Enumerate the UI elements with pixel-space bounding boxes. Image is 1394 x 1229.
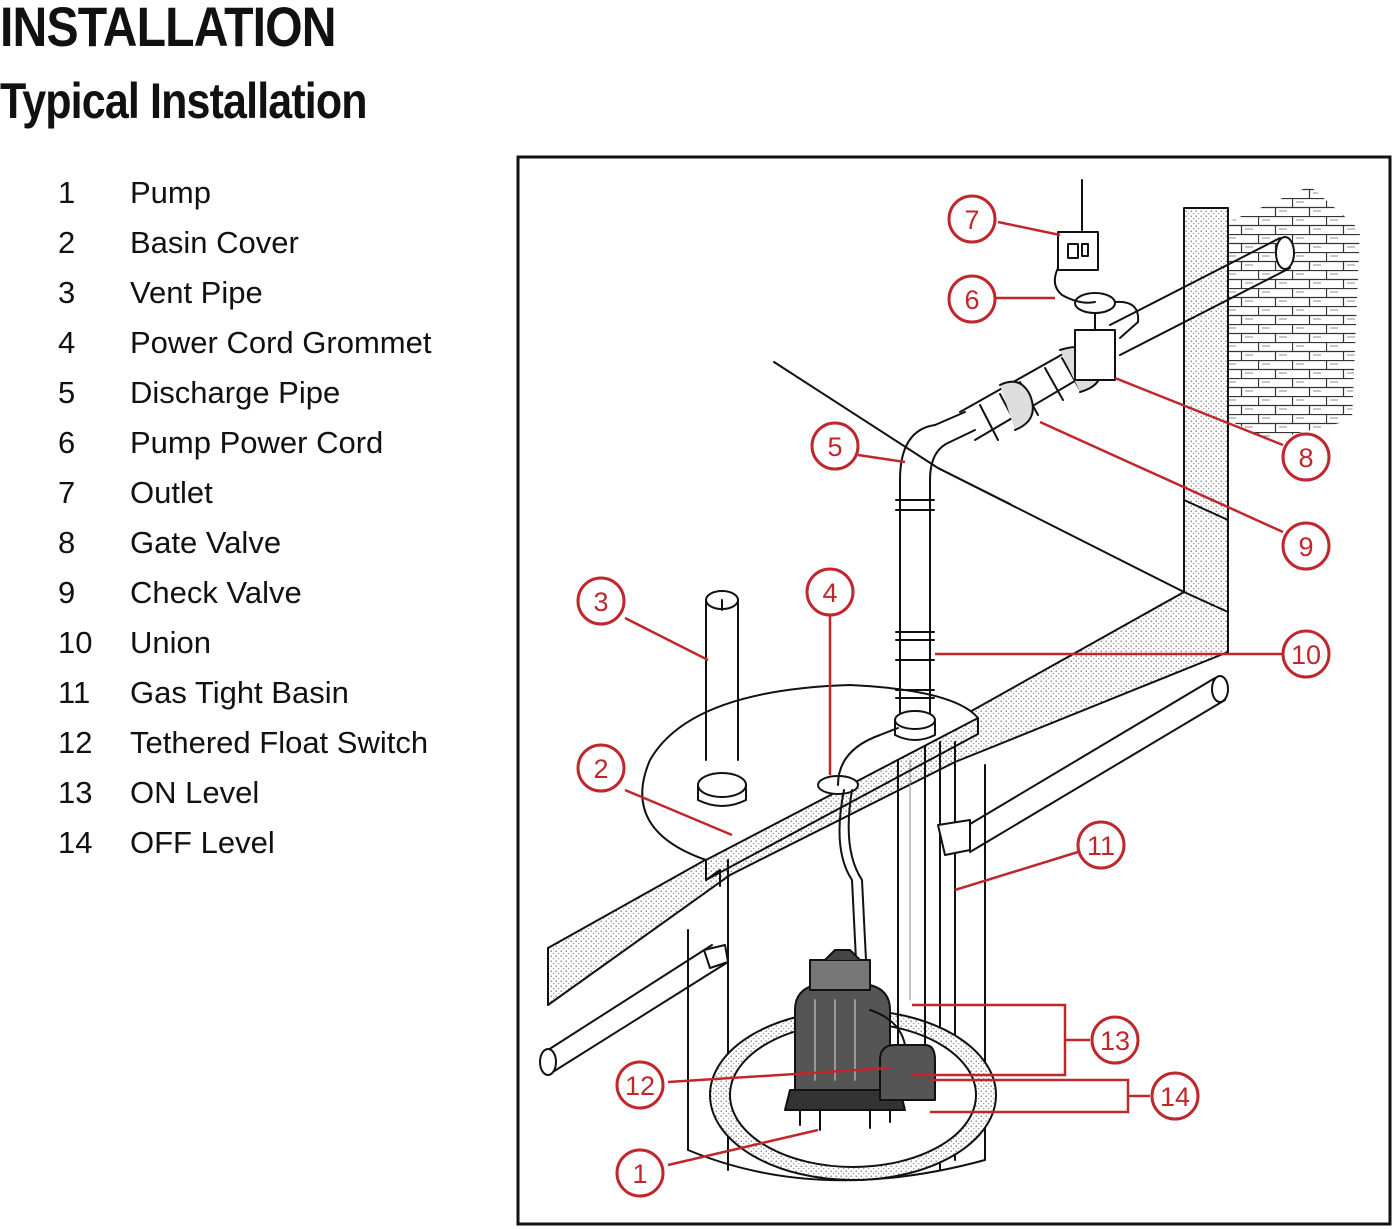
legend-item: 7 Outlet xyxy=(58,468,431,518)
callout-6: 6 xyxy=(947,274,997,324)
legend-number: 10 xyxy=(58,625,93,660)
callout-number-9: 9 xyxy=(1298,532,1313,562)
legend-label: OFF Level xyxy=(130,825,275,860)
parts-legend: 1 Pump 2 Basin Cover 3 Vent Pipe 4 Power Cor… xyxy=(58,168,431,868)
legend-item: 2 Basin Cover xyxy=(58,218,431,268)
wall-column xyxy=(1183,207,1229,653)
legend-label: Basin Cover xyxy=(130,225,299,260)
callout-3: 3 xyxy=(576,576,626,626)
callout-9: 9 xyxy=(1281,521,1331,571)
callout-number-14: 14 xyxy=(1160,1082,1190,1112)
legend-item: 3 Vent Pipe xyxy=(58,268,431,318)
legend-number: 8 xyxy=(58,525,76,560)
leader-lines xyxy=(624,220,1284,1167)
discharge-pipe xyxy=(899,479,931,716)
legend-label: Pump xyxy=(130,175,211,210)
legend-label: Outlet xyxy=(130,475,213,510)
legend-label: Check Valve xyxy=(130,575,302,610)
legend-number: 6 xyxy=(58,425,76,460)
legend-label: Vent Pipe xyxy=(130,275,263,310)
legend-number: 13 xyxy=(58,775,93,810)
legend-number: 2 xyxy=(58,225,76,260)
vent-pipe xyxy=(705,599,739,761)
gate-valve xyxy=(1074,329,1116,381)
brick-wall xyxy=(1228,186,1360,440)
legend-item: 10 Union xyxy=(58,618,431,668)
legend-number: 1 xyxy=(58,175,76,210)
legend-number: 11 xyxy=(58,675,91,710)
page-subtitle: Typical Installation xyxy=(0,73,368,129)
legend-number: 14 xyxy=(58,825,93,860)
float-switch xyxy=(879,1044,936,1101)
legend-item: 8 Gate Valve xyxy=(58,518,431,568)
callout-number-7: 7 xyxy=(964,205,979,235)
diagram-frame xyxy=(516,155,1392,1226)
power-cord xyxy=(1053,267,1096,304)
left-pipe xyxy=(547,944,729,1076)
callout-number-6: 6 xyxy=(964,285,979,315)
callout-number-2: 2 xyxy=(593,754,608,784)
legend-label: ON Level xyxy=(130,775,260,810)
legend-label: Discharge Pipe xyxy=(130,375,341,410)
callout-number-10: 10 xyxy=(1291,640,1321,670)
callout-number-13: 13 xyxy=(1100,1026,1130,1056)
legend-number: 12 xyxy=(58,725,93,760)
legend-item: 14 OFF Level xyxy=(58,818,431,868)
callout-number-12: 12 xyxy=(625,1071,655,1101)
legend-number: 7 xyxy=(58,475,76,510)
inlet-pipe xyxy=(959,677,1226,853)
legend-item: 11 Gas Tight Basin xyxy=(58,668,431,718)
legend-number: 5 xyxy=(58,375,76,410)
legend-item: 5 Discharge Pipe xyxy=(58,368,431,418)
callout-number-4: 4 xyxy=(822,578,837,608)
legend-item: 1 Pump xyxy=(58,168,431,218)
legend-item: 13 ON Level xyxy=(58,768,431,818)
callout-1: 1 xyxy=(615,1148,665,1198)
main-pipe xyxy=(1109,237,1291,356)
floor-slab xyxy=(547,591,1229,1006)
callout-4: 4 xyxy=(805,567,855,617)
inner-pipe xyxy=(897,739,926,1061)
line-art xyxy=(539,179,1360,1182)
callout-8: 8 xyxy=(1281,432,1331,482)
callout-11: 11 xyxy=(1076,820,1126,870)
legend-label: Gate Valve xyxy=(130,525,282,560)
legend-label: Gas Tight Basin xyxy=(130,675,349,710)
page-title: INSTALLATION xyxy=(0,0,337,58)
legend-item: 12 Tethered Float Switch xyxy=(58,718,431,768)
callout-2: 2 xyxy=(576,743,626,793)
legend-number: 4 xyxy=(58,325,76,360)
callout-10: 10 xyxy=(1281,629,1331,679)
callout-12: 12 xyxy=(615,1060,665,1110)
legend-number: 9 xyxy=(58,575,76,610)
legend-number: 3 xyxy=(58,275,76,310)
legend-item: 6 Pump Power Cord xyxy=(58,418,431,468)
callout-number-3: 3 xyxy=(593,587,608,617)
legend-label: Power Cord Grommet xyxy=(130,325,432,360)
callout-number-11: 11 xyxy=(1087,831,1115,861)
pump xyxy=(784,949,906,1131)
callout-13: 13 xyxy=(1090,1015,1140,1065)
legend-item: 9 Check Valve xyxy=(58,568,431,618)
callout-number-1: 1 xyxy=(632,1159,647,1189)
callout-number-5: 5 xyxy=(827,432,842,462)
callout-7: 7 xyxy=(947,194,997,244)
callout-14: 14 xyxy=(1150,1071,1200,1121)
callout-5: 5 xyxy=(810,421,860,471)
callout-number-8: 8 xyxy=(1298,443,1313,473)
legend-label: Union xyxy=(130,625,211,660)
legend-label: Pump Power Cord xyxy=(130,425,384,460)
legend-item: 4 Power Cord Grommet xyxy=(58,318,431,368)
legend-label: Tethered Float Switch xyxy=(130,725,429,760)
